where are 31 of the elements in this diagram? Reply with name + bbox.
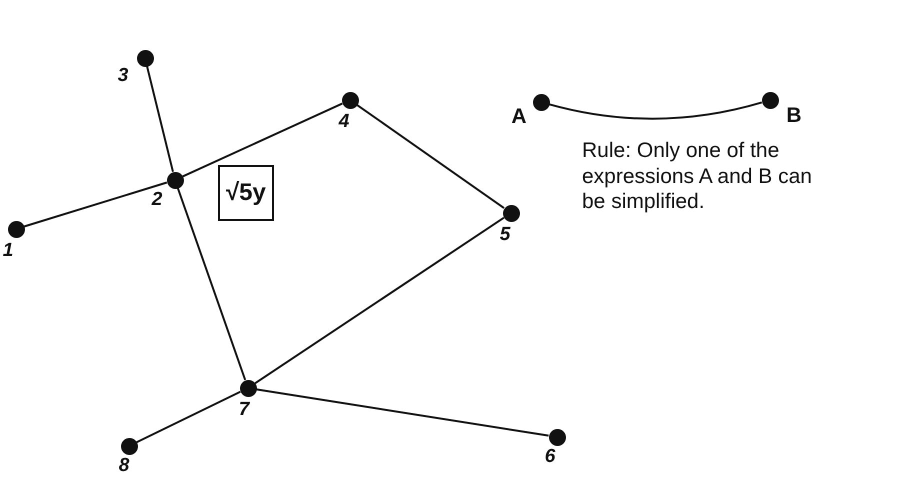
vertex-dot <box>240 380 256 396</box>
vertex-number: 6 <box>544 447 556 466</box>
connecting-line <box>548 101 762 120</box>
vertex-number: 4 <box>338 112 350 131</box>
connecting-line <box>356 104 505 209</box>
vertex-number: 7 <box>238 400 250 419</box>
vertex-dot <box>502 204 520 222</box>
connecting-line <box>176 188 246 380</box>
vertex-number: 5 <box>500 225 510 244</box>
connecting-line <box>256 388 549 437</box>
vertex-dot <box>166 172 184 188</box>
vertex-number: 2 <box>152 190 162 209</box>
vertex-number: 3 <box>118 66 128 85</box>
connecting-line <box>136 390 241 444</box>
connecting-line <box>146 66 174 172</box>
expression-letter: B <box>786 105 802 126</box>
vertex-dot <box>342 92 358 108</box>
connecting-line <box>24 182 168 228</box>
expression-box: √5y <box>218 165 274 221</box>
connecting-line <box>254 216 504 384</box>
expression-letter: A <box>511 106 527 127</box>
rule-note: Rule: Only one of the expressions A and B can be simplified. <box>582 138 813 215</box>
vertex-dot <box>120 438 138 454</box>
vertex-number: 8 <box>118 456 130 475</box>
vertex-number: 1 <box>2 241 14 260</box>
vertex-dot <box>548 428 566 446</box>
vertex-dot <box>762 92 778 108</box>
vertex-dot <box>136 50 154 66</box>
connecting-line <box>182 102 343 178</box>
vertex-dot <box>8 220 24 238</box>
vertex-dot <box>532 94 550 110</box>
